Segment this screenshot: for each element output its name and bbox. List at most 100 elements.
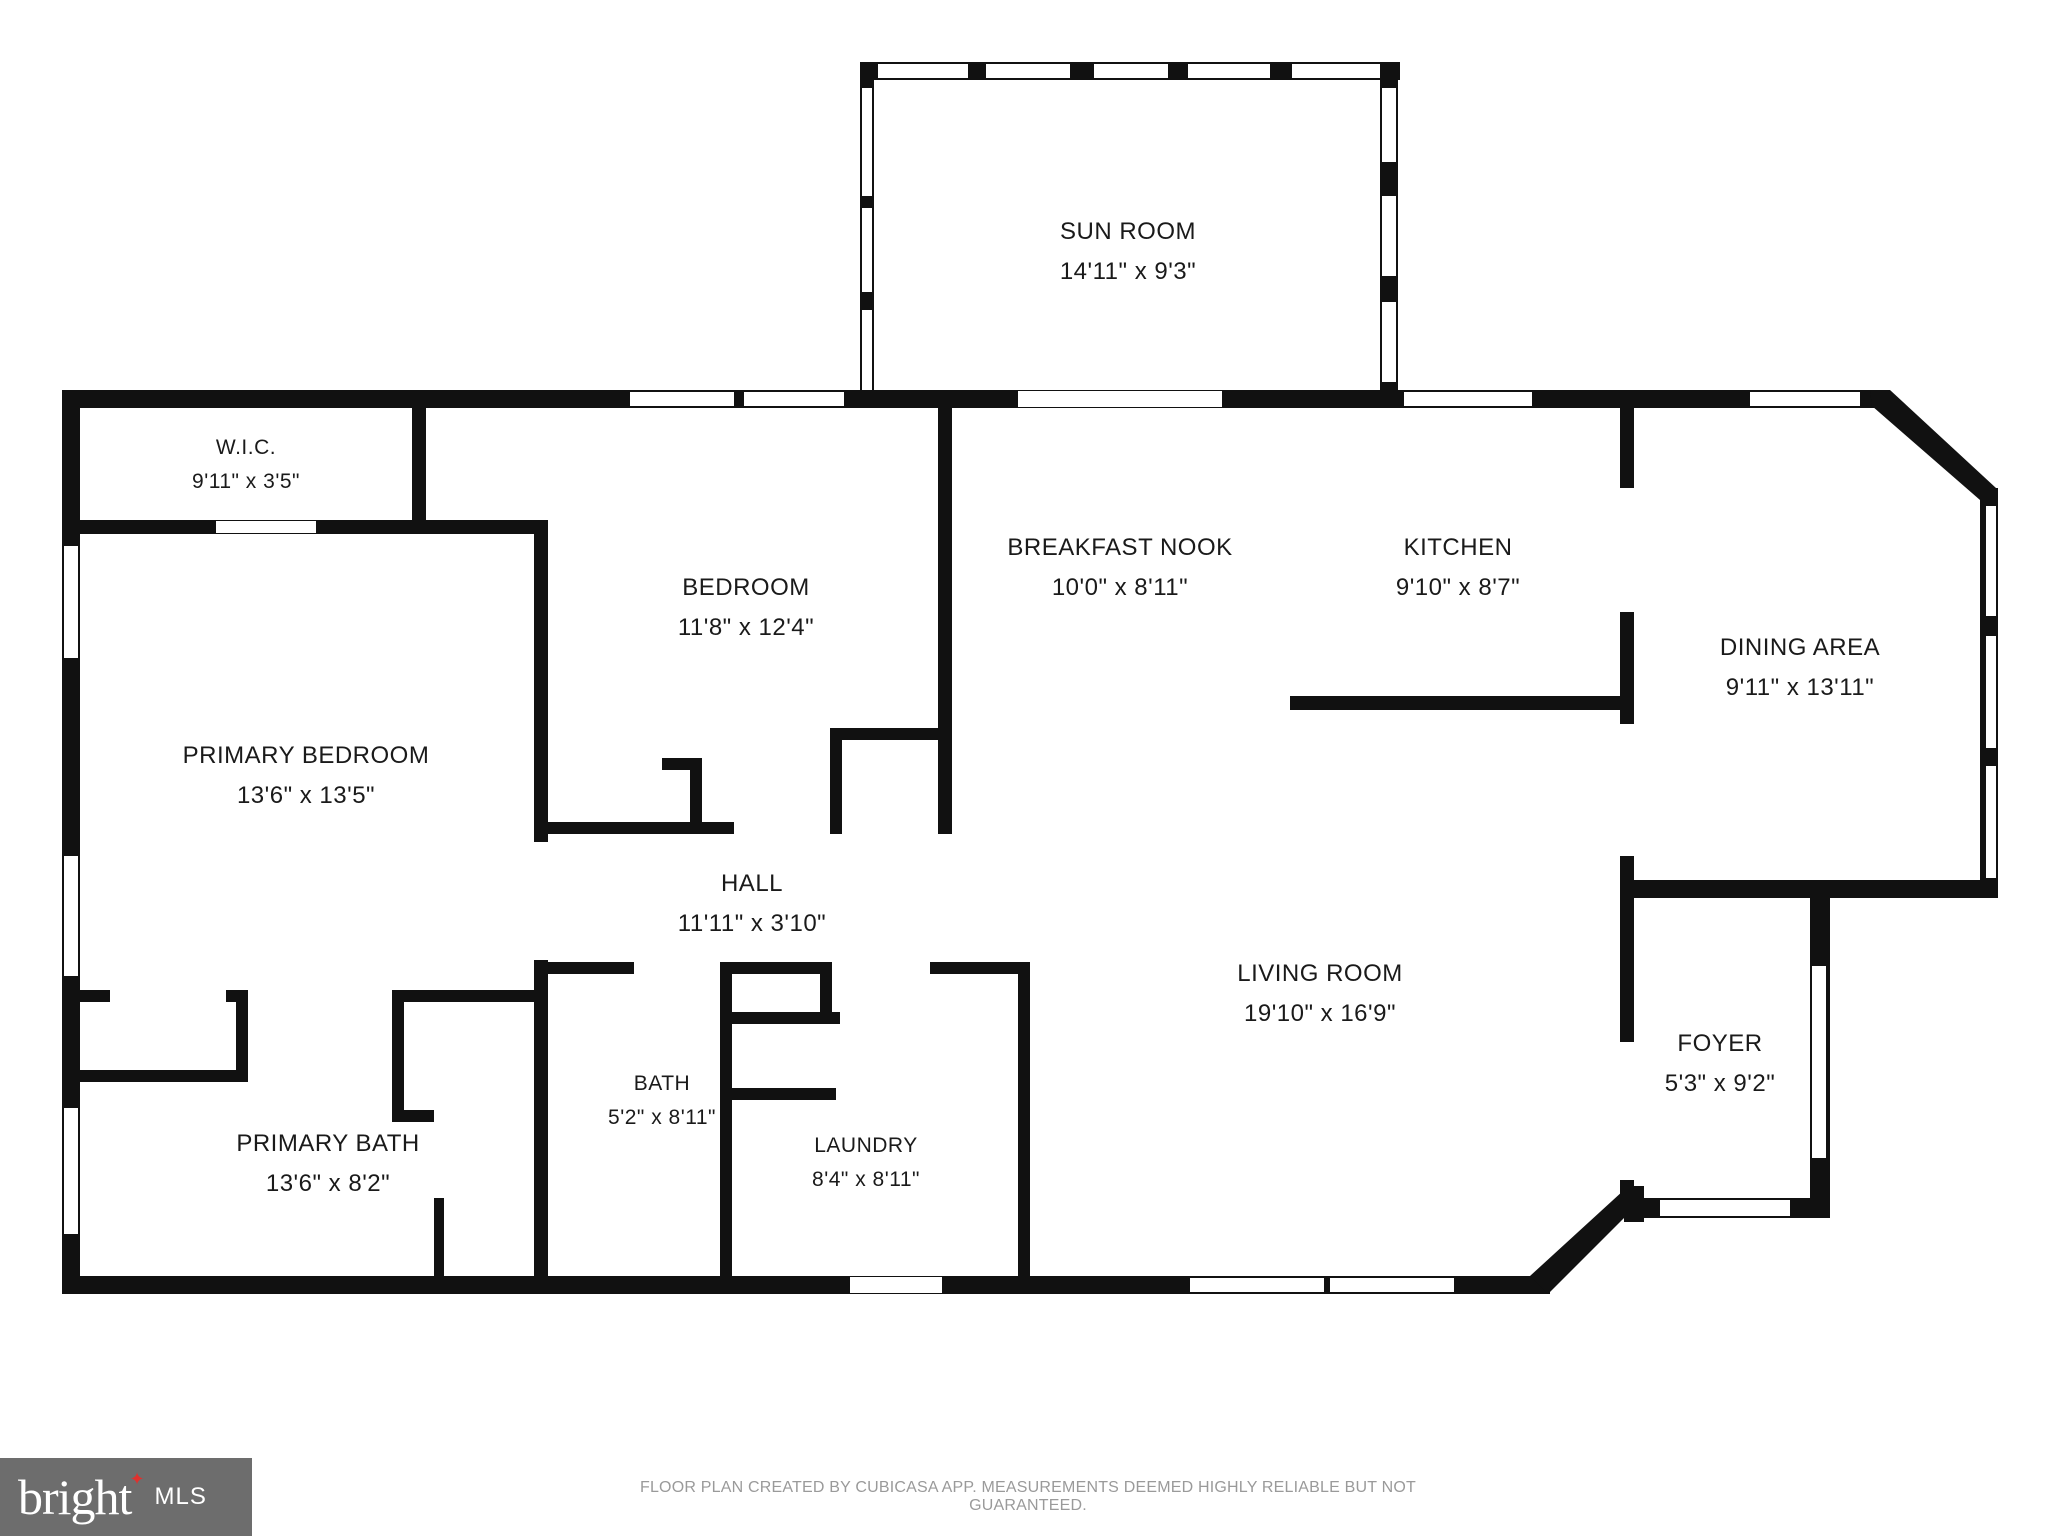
wall	[1624, 880, 1998, 898]
wall	[62, 1276, 1550, 1294]
wall	[1620, 400, 1634, 488]
room-dimensions: 9'11" x 13'11"	[1725, 674, 1875, 701]
window	[862, 208, 872, 292]
room-name: LIVING ROOM	[1237, 960, 1403, 987]
room-name: SUN ROOM	[1060, 218, 1196, 245]
room-living-room: LIVING ROOM 19'10" x 16'9"	[1237, 960, 1403, 1028]
wall	[1620, 1180, 1634, 1204]
wall	[830, 728, 950, 740]
room-dimensions: 14'11" x 9'3"	[1059, 258, 1197, 285]
room-dining-area: DINING AREA 9'11" x 13'11"	[1720, 634, 1880, 702]
window	[1812, 966, 1826, 1158]
wall	[720, 962, 732, 1278]
room-dimensions: 11'11" x 3'10"	[677, 910, 827, 937]
room-dimensions: 19'10" x 16'9"	[1244, 1000, 1396, 1027]
room-dimensions: 9'11" x 3'5"	[192, 470, 300, 493]
window	[630, 392, 734, 406]
window	[1292, 64, 1380, 78]
wall	[392, 990, 404, 1120]
room-name: BREAKFAST NOOK	[1007, 534, 1233, 561]
wall	[236, 990, 248, 1080]
wall	[1290, 696, 1626, 710]
wall	[830, 728, 842, 834]
wall	[534, 960, 548, 1294]
wall	[62, 990, 110, 1002]
room-dimensions: 8'4" x 8'11"	[812, 1168, 920, 1191]
room-dimensions: 13'6" x 8'2"	[265, 1170, 391, 1197]
wall	[62, 390, 1882, 408]
opening	[1018, 391, 1222, 407]
room-bedroom: BEDROOM 11'8" x 12'4"	[678, 574, 814, 642]
opening	[824, 1024, 838, 1086]
opening	[850, 1277, 942, 1293]
opening	[535, 844, 547, 960]
opening	[848, 834, 938, 838]
room-name: PRIMARY BEDROOM	[182, 742, 430, 769]
window	[1986, 636, 1996, 748]
room-name: BATH	[633, 1072, 691, 1095]
room-primary-bath: PRIMARY BATH 13'6" x 8'2"	[236, 1130, 419, 1198]
wall	[662, 758, 702, 770]
wall	[1870, 390, 1996, 500]
wall	[412, 390, 426, 528]
window	[64, 856, 78, 976]
window	[1382, 88, 1396, 162]
bright-mls-logo: bright ✦ MLS	[0, 1458, 252, 1536]
opening	[740, 822, 830, 834]
opening	[1660, 1200, 1790, 1216]
room-dimensions: 5'3" x 9'2"	[1664, 1070, 1776, 1097]
room-hall: HALL 11'11" x 3'10"	[678, 870, 826, 938]
walls	[62, 62, 1998, 1294]
room-name: W.I.C.	[215, 436, 277, 459]
wall	[534, 520, 548, 842]
room-laundry: LAUNDRY 8'4" x 8'11"	[812, 1134, 920, 1192]
window	[862, 310, 872, 390]
room-dimensions: 10'0" x 8'11"	[1051, 574, 1189, 601]
window	[64, 546, 78, 658]
window	[1382, 302, 1396, 382]
openings	[64, 64, 1996, 1293]
window	[1188, 64, 1270, 78]
room-kitchen: KITCHEN 9'10" x 8'7"	[1396, 534, 1520, 602]
opening	[1621, 724, 1633, 854]
room-dimensions: 5'2" x 8'11"	[608, 1106, 716, 1129]
wall	[392, 990, 542, 1002]
floor-plan-disclaimer: FLOOR PLAN CREATED BY CUBICASA APP. MEAS…	[639, 1479, 1416, 1514]
wall	[720, 962, 820, 974]
wall	[820, 962, 832, 1024]
window	[744, 392, 844, 406]
logo-spark-icon: ✦	[129, 1468, 145, 1489]
wall	[62, 1070, 248, 1082]
wall	[938, 400, 952, 834]
wall	[1018, 962, 1030, 1278]
window	[1382, 196, 1396, 276]
opening	[1621, 1044, 1633, 1178]
room-name: LAUNDRY	[814, 1134, 918, 1157]
room-name: DINING AREA	[1719, 634, 1881, 661]
window	[878, 64, 968, 78]
window	[1986, 766, 1996, 878]
wall	[720, 1088, 836, 1100]
room-dimensions: 9'10" x 8'7"	[1395, 574, 1521, 601]
room-dimensions: 11'8" x 12'4"	[677, 614, 815, 641]
wall	[392, 1110, 434, 1122]
wall	[1530, 1190, 1636, 1294]
wall	[930, 962, 1030, 974]
opening	[216, 521, 316, 533]
room-foyer: FOYER 5'3" x 9'2"	[1665, 1030, 1775, 1098]
window	[1750, 392, 1860, 406]
window	[64, 1108, 78, 1234]
room-breakfast-nook: BREAKFAST NOOK 10'0" x 8'11"	[1007, 534, 1232, 602]
logo-wordmark: bright	[18, 1469, 132, 1525]
window	[1330, 1278, 1454, 1292]
window	[1190, 1278, 1324, 1292]
wall	[534, 822, 734, 834]
window	[862, 88, 872, 196]
window	[1986, 506, 1996, 616]
room-name: KITCHEN	[1403, 534, 1513, 561]
room-dimensions: 13'6" x 13'5"	[236, 782, 376, 809]
opening	[1621, 488, 1633, 610]
logo-suffix: MLS	[154, 1483, 207, 1510]
room-name: PRIMARY BATH	[236, 1130, 420, 1157]
